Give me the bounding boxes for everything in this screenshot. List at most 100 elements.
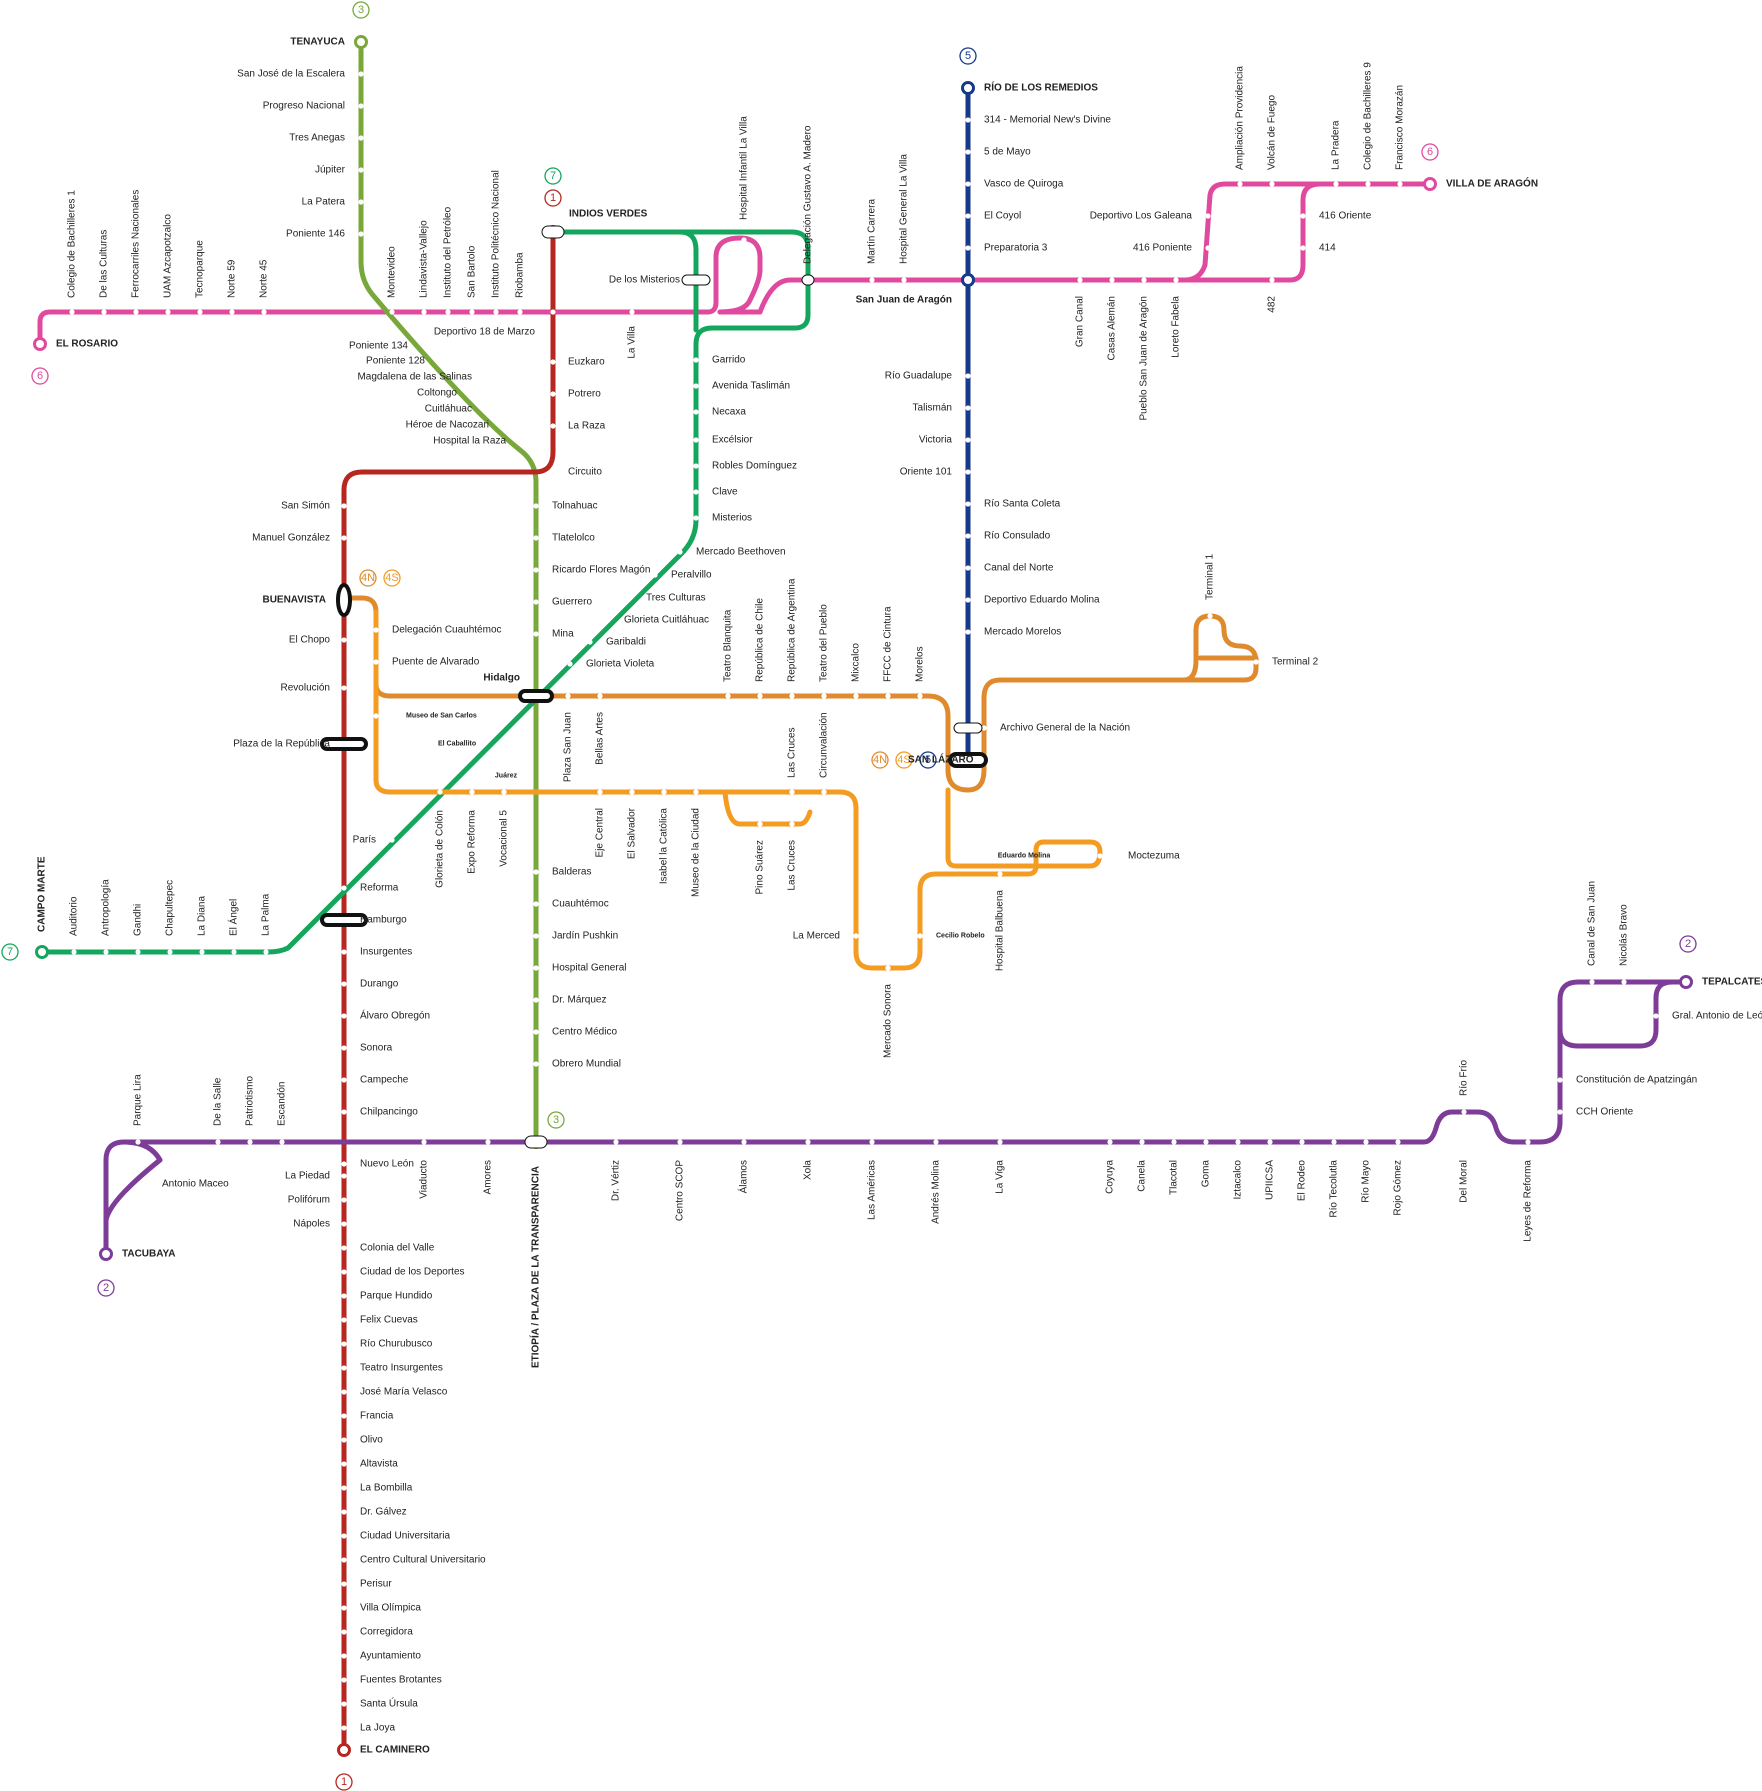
station-dot[interactable] xyxy=(1269,277,1275,283)
station-dot[interactable] xyxy=(885,693,891,699)
station-dot[interactable] xyxy=(358,135,364,141)
station-dot[interactable] xyxy=(965,629,971,635)
interchange-capsule[interactable] xyxy=(518,689,554,703)
station-dot[interactable] xyxy=(533,933,539,939)
station-dot[interactable] xyxy=(741,1139,747,1145)
station-dot[interactable] xyxy=(341,981,347,987)
station-dot[interactable] xyxy=(965,597,971,603)
station-dot[interactable] xyxy=(533,869,539,875)
station-dot[interactable] xyxy=(533,503,539,509)
station-dot[interactable] xyxy=(1589,979,1595,985)
station-dot[interactable] xyxy=(279,1139,285,1145)
terminal-station[interactable] xyxy=(1679,975,1693,989)
station-dot[interactable] xyxy=(493,309,499,315)
station-dot[interactable] xyxy=(389,309,395,315)
station-dot[interactable] xyxy=(533,535,539,541)
station-dot[interactable] xyxy=(437,406,443,412)
station-dot[interactable] xyxy=(373,627,379,633)
station-dot[interactable] xyxy=(445,309,451,315)
station-dot[interactable] xyxy=(341,1045,347,1051)
station-dot[interactable] xyxy=(417,741,423,747)
station-dot[interactable] xyxy=(341,1245,347,1251)
station-dot[interactable] xyxy=(341,1557,347,1563)
interchange-capsule[interactable] xyxy=(320,913,368,927)
station-dot[interactable] xyxy=(1205,245,1211,251)
station-dot[interactable] xyxy=(965,405,971,411)
station-dot[interactable] xyxy=(421,1139,427,1145)
station-dot[interactable] xyxy=(741,237,747,243)
station-dot[interactable] xyxy=(693,409,699,415)
station-dot[interactable] xyxy=(629,789,635,795)
station-dot[interactable] xyxy=(341,1509,347,1515)
station-dot[interactable] xyxy=(853,693,859,699)
station-dot[interactable] xyxy=(613,1139,619,1145)
station-dot[interactable] xyxy=(981,725,987,731)
station-dot[interactable] xyxy=(677,1139,683,1145)
station-dot[interactable] xyxy=(1395,1139,1401,1145)
station-dot[interactable] xyxy=(997,1139,1003,1145)
station-dot[interactable] xyxy=(1253,659,1259,665)
station-dot[interactable] xyxy=(341,1341,347,1347)
terminal-station[interactable] xyxy=(35,945,49,959)
station-dot[interactable] xyxy=(789,789,795,795)
station-dot[interactable] xyxy=(821,789,827,795)
station-dot[interactable] xyxy=(605,617,611,623)
terminal-station[interactable] xyxy=(99,1247,113,1261)
station-dot[interactable] xyxy=(501,789,507,795)
station-dot[interactable] xyxy=(341,1173,347,1179)
station-dot[interactable] xyxy=(341,1485,347,1491)
station-dot[interactable] xyxy=(1267,1139,1273,1145)
station-dot[interactable] xyxy=(1621,979,1627,985)
station-dot[interactable] xyxy=(550,469,556,475)
interchange-capsule[interactable] xyxy=(948,752,988,768)
station-dot[interactable] xyxy=(1397,181,1403,187)
terminal-station[interactable] xyxy=(337,1743,351,1757)
station-dot[interactable] xyxy=(821,693,827,699)
station-dot[interactable] xyxy=(533,1061,539,1067)
station-dot[interactable] xyxy=(133,309,139,315)
station-dot[interactable] xyxy=(965,373,971,379)
station-dot[interactable] xyxy=(407,374,413,380)
station-dot[interactable] xyxy=(565,693,571,699)
station-dot[interactable] xyxy=(341,1461,347,1467)
station-dot[interactable] xyxy=(1077,277,1083,283)
station-dot[interactable] xyxy=(421,309,427,315)
station-dot[interactable] xyxy=(389,837,395,843)
station-dot[interactable] xyxy=(373,713,379,719)
station-dot[interactable] xyxy=(1300,245,1306,251)
station-dot[interactable] xyxy=(452,422,458,428)
station-dot[interactable] xyxy=(901,277,907,283)
station-dot[interactable] xyxy=(141,1181,147,1187)
station-dot[interactable] xyxy=(469,789,475,795)
station-dot[interactable] xyxy=(652,572,658,578)
station-dot[interactable] xyxy=(869,1139,875,1145)
station-dot[interactable] xyxy=(1171,1139,1177,1145)
station-dot[interactable] xyxy=(533,997,539,1003)
station-dot[interactable] xyxy=(965,533,971,539)
station-dot[interactable] xyxy=(805,1139,811,1145)
station-dot[interactable] xyxy=(1300,213,1306,219)
station-dot[interactable] xyxy=(341,1605,347,1611)
station-dot[interactable] xyxy=(341,1109,347,1115)
station-dot[interactable] xyxy=(341,535,347,541)
station-dot[interactable] xyxy=(341,1653,347,1659)
station-dot[interactable] xyxy=(1461,1109,1467,1115)
station-dot[interactable] xyxy=(693,383,699,389)
station-dot[interactable] xyxy=(1557,1109,1563,1115)
station-dot[interactable] xyxy=(341,1293,347,1299)
station-dot[interactable] xyxy=(341,1161,347,1167)
station-dot[interactable] xyxy=(1139,1139,1145,1145)
station-dot[interactable] xyxy=(1557,1077,1563,1083)
station-dot[interactable] xyxy=(358,103,364,109)
station-dot[interactable] xyxy=(341,1365,347,1371)
station-dot[interactable] xyxy=(1525,1139,1531,1145)
station-dot[interactable] xyxy=(1237,181,1243,187)
station-dot[interactable] xyxy=(1173,277,1179,283)
station-dot[interactable] xyxy=(341,503,347,509)
station-dot[interactable] xyxy=(135,1139,141,1145)
station-dot[interactable] xyxy=(627,595,633,601)
station-dot[interactable] xyxy=(247,1139,253,1145)
station-dot[interactable] xyxy=(693,489,699,495)
station-dot[interactable] xyxy=(550,391,556,397)
station-dot[interactable] xyxy=(693,437,699,443)
